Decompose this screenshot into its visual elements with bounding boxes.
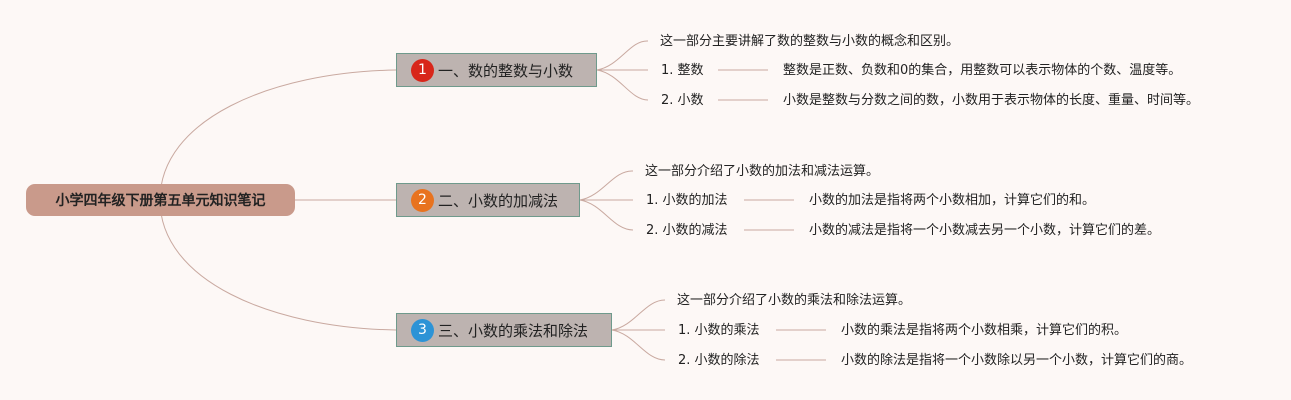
branch-node-2[interactable]: 2 二、小数的加减法 bbox=[396, 183, 580, 217]
branch-2-item-1-term[interactable]: 1. 小数的加法 bbox=[646, 193, 728, 208]
branch-2-summary[interactable]: 这一部分介绍了小数的加法和减法运算。 bbox=[645, 164, 880, 179]
branch-3-item-2-desc[interactable]: 小数的除法是指将一个小数除以另一个小数，计算它们的商。 bbox=[841, 353, 1193, 368]
connector-b1-item-2 bbox=[596, 69, 649, 101]
branch-1-item-2-desc[interactable]: 小数是整数与分数之间的数，小数用于表示物体的长度、重量、时间等。 bbox=[783, 93, 1200, 108]
root-node[interactable]: 小学四年级下册第五单元知识笔记 bbox=[26, 184, 295, 216]
branch-1-summary[interactable]: 这一部分主要讲解了数的整数与小数的概念和区别。 bbox=[660, 34, 960, 49]
branch-3-item-2-term[interactable]: 2. 小数的除法 bbox=[678, 353, 760, 368]
branch-title-3: 三、小数的乘法和除法 bbox=[438, 321, 589, 340]
branch-node-3[interactable]: 3 三、小数的乘法和除法 bbox=[396, 313, 612, 347]
connector-b1-summary bbox=[596, 40, 649, 71]
branch-1-item-2-term[interactable]: 2. 小数 bbox=[661, 93, 704, 108]
number-badge-2: 2 bbox=[411, 188, 434, 212]
connector-root-branch-3 bbox=[159, 199, 397, 331]
root-title: 小学四年级下册第五单元知识笔记 bbox=[55, 193, 266, 209]
number-badge-1: 1 bbox=[411, 58, 434, 82]
branch-3-item-1-term[interactable]: 1. 小数的乘法 bbox=[678, 323, 760, 338]
branch-2-item-2-term[interactable]: 2. 小数的减法 bbox=[646, 223, 728, 238]
branch-node-1[interactable]: 1 一、数的整数与小数 bbox=[396, 53, 597, 87]
branch-2-item-1-desc[interactable]: 小数的加法是指将两个小数相加，计算它们的和。 bbox=[809, 193, 1096, 208]
branch-1-item-1-term[interactable]: 1. 整数 bbox=[661, 63, 704, 78]
branch-3-item-1-desc[interactable]: 小数的乘法是指将两个小数相乘，计算它们的积。 bbox=[841, 323, 1128, 338]
branch-title-1: 一、数的整数与小数 bbox=[438, 61, 574, 80]
connector-b2-item-2 bbox=[579, 199, 634, 231]
branch-2-item-2-desc[interactable]: 小数的减法是指将一个小数减去另一个小数，计算它们的差。 bbox=[809, 223, 1161, 238]
branch-1-item-1-desc[interactable]: 整数是正数、负数和0的集合，用整数可以表示物体的个数、温度等。 bbox=[783, 63, 1182, 78]
branch-3-summary[interactable]: 这一部分介绍了小数的乘法和除法运算。 bbox=[677, 293, 912, 308]
connector-b3-item-2 bbox=[611, 329, 666, 361]
branch-title-2: 二、小数的加减法 bbox=[438, 191, 559, 210]
connector-root-branch-1 bbox=[159, 69, 397, 201]
connector-b2-summary bbox=[579, 170, 634, 201]
number-badge-3: 3 bbox=[411, 318, 434, 342]
connector-b3-summary bbox=[611, 299, 666, 331]
